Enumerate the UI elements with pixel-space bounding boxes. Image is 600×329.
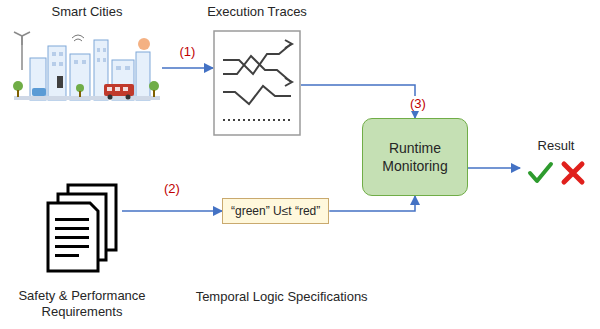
result-node: Result	[520, 138, 592, 188]
step-number: (1)	[178, 44, 198, 59]
flow-arrow	[468, 167, 520, 169]
trace-node: Execution Traces	[213, 30, 301, 136]
spec-box: “green” U≤t “red”Temporal Logic Specific…	[222, 198, 329, 224]
flow-arrow	[329, 196, 415, 211]
node-heading: Temporal Logic Specifications	[196, 289, 356, 305]
document-stack	[42, 182, 122, 274]
step-number: (2)	[162, 181, 182, 196]
node-heading: Execution Traces	[192, 4, 322, 20]
flow-arrow	[162, 67, 213, 69]
flow-arrow	[301, 85, 415, 118]
city-node: Smart Cities	[12, 30, 162, 106]
node-text: Runtime Monitoring	[367, 139, 463, 175]
trace-chart	[213, 30, 301, 136]
requirements-node: Safety & Performance Requirements	[42, 182, 122, 274]
node-text: “green” U≤t “red”	[231, 203, 320, 219]
node-text: Result	[520, 138, 592, 154]
callout-number: (3)	[408, 96, 428, 111]
result-marks	[524, 160, 592, 186]
monitor-box: Runtime Monitoring	[362, 118, 468, 196]
city-illustration	[12, 30, 162, 106]
flow-arrow	[122, 210, 222, 212]
node-heading: Safety & Performance Requirements	[0, 288, 167, 320]
node-heading: Smart Cities	[12, 4, 162, 20]
